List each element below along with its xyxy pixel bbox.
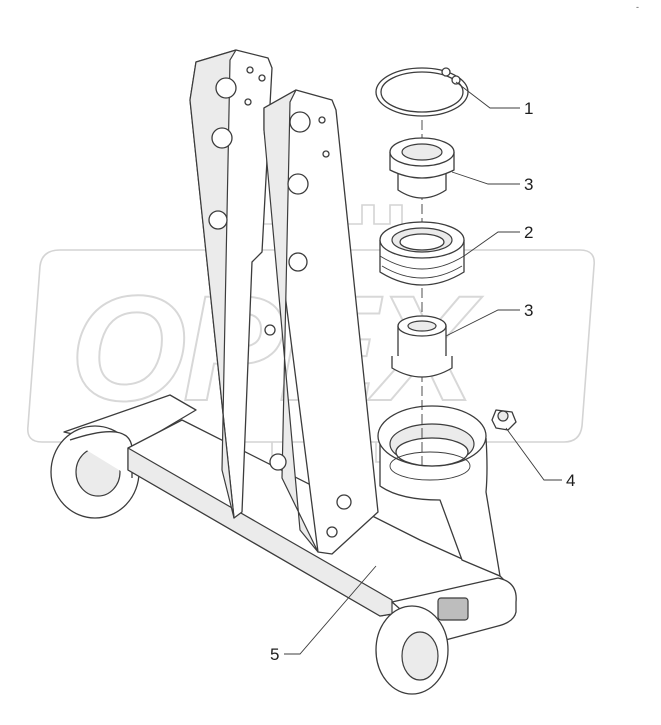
upper-bushing-part xyxy=(389,137,455,199)
callout-number: 5 xyxy=(270,645,279,664)
callout-number: 2 xyxy=(524,223,533,242)
callout-number: 3 xyxy=(524,301,533,320)
callout-number: 3 xyxy=(524,175,533,194)
callout-number: 1 xyxy=(524,99,533,118)
callout-3-lower: 3 xyxy=(445,301,533,337)
callout-number: 4 xyxy=(566,471,575,490)
callout-4: 4 xyxy=(505,427,575,490)
retaining-ring-part xyxy=(375,67,469,117)
callout-2: 2 xyxy=(463,223,533,257)
callout-1: 1 xyxy=(455,81,533,118)
lower-bushing-part xyxy=(391,315,453,378)
callout-3-upper: 3 xyxy=(451,171,533,194)
spherical-bearing-part xyxy=(379,221,465,286)
frame-bracket-part xyxy=(50,49,517,695)
callout-5: 5 xyxy=(270,565,377,664)
grease-fitting-part xyxy=(491,409,517,431)
corner-mark: - xyxy=(636,2,639,12)
